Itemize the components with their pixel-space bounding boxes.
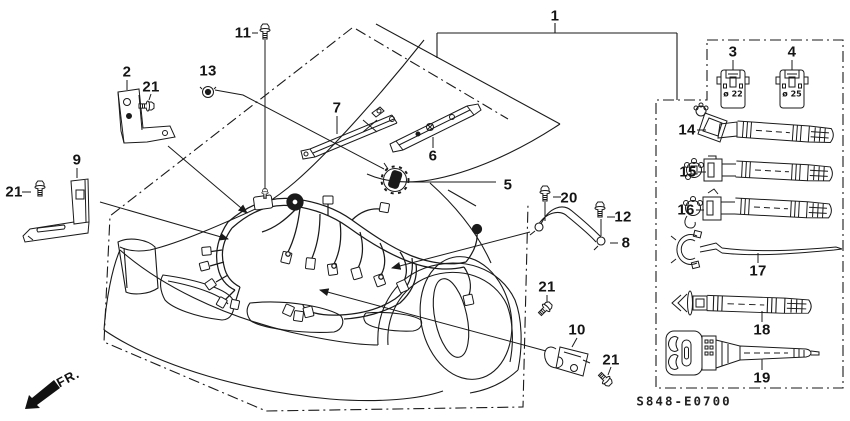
part-15-strap — [735, 160, 834, 183]
part-5-grommet — [380, 162, 410, 195]
part-9-bracket — [22, 178, 90, 243]
part-6-stay — [389, 103, 482, 153]
part-3-clip — [716, 69, 750, 109]
callout-5: 5 — [503, 176, 513, 194]
callout-10: 10 — [568, 321, 586, 339]
front-direction-arrow — [25, 380, 60, 409]
callout-21-bracket2: 21 — [142, 78, 160, 96]
part-17-clamp — [670, 229, 843, 270]
callout-8: 8 — [621, 234, 631, 252]
part-10-clamp — [544, 346, 591, 377]
part-16-strap — [734, 197, 833, 220]
part-12-bolt — [594, 201, 606, 218]
part-15-harness-band — [684, 155, 736, 182]
callout-11: 11 — [234, 24, 252, 42]
callout-4: 4 — [787, 43, 797, 61]
callout-9: 9 — [72, 151, 82, 169]
callout-15: 15 — [679, 163, 697, 181]
part-8-ground-cable — [529, 206, 606, 251]
callout-16: 16 — [677, 201, 695, 219]
callout-3: 3 — [728, 43, 738, 61]
wire-harness — [198, 193, 483, 323]
part-20-bolt — [539, 185, 551, 202]
part-13-nut — [199, 86, 217, 98]
part-21c-bolt — [535, 299, 555, 319]
callout-21-middle: 21 — [538, 278, 556, 296]
callout-6: 6 — [428, 147, 438, 165]
parts-panel-border — [655, 39, 844, 389]
callout-18: 18 — [753, 321, 771, 339]
part-21d-bolt — [595, 369, 615, 389]
callout-2: 2 — [122, 63, 132, 81]
callout-21-bracket9: 21 — [5, 183, 23, 201]
part-4-clip — [775, 69, 809, 109]
clip-3-diameter-label: ø 22 — [723, 89, 743, 99]
callout-1: 1 — [550, 7, 560, 25]
callout-13: 13 — [199, 62, 217, 80]
part-11-bolt — [259, 23, 271, 40]
part-19-harness-band — [665, 330, 820, 376]
sheet-border — [103, 27, 529, 412]
callout-19: 19 — [753, 369, 771, 387]
part-21b-bolt — [34, 180, 46, 197]
part-18-harness-band — [671, 290, 708, 316]
callout-12: 12 — [614, 208, 632, 226]
location-arrows — [99, 145, 547, 352]
part-1-leader — [436, 23, 678, 100]
part-14-strap — [735, 120, 835, 145]
part-16-harness-band — [683, 188, 735, 229]
callout-17: 17 — [749, 262, 767, 280]
part-14-harness-band — [693, 102, 738, 143]
part-7-stay — [300, 106, 398, 160]
part-2-bracket — [117, 88, 176, 144]
leader-lines — [22, 32, 793, 376]
diagram-code: S848-E0700 — [636, 393, 732, 409]
part-18-strap — [706, 294, 812, 315]
callout-21-clamp10: 21 — [602, 351, 620, 369]
clip-4-diameter-label: ø 25 — [782, 89, 802, 99]
callout-7: 7 — [332, 99, 342, 117]
car-outline — [103, 23, 561, 402]
callout-20: 20 — [560, 189, 578, 207]
callout-14: 14 — [678, 121, 696, 139]
